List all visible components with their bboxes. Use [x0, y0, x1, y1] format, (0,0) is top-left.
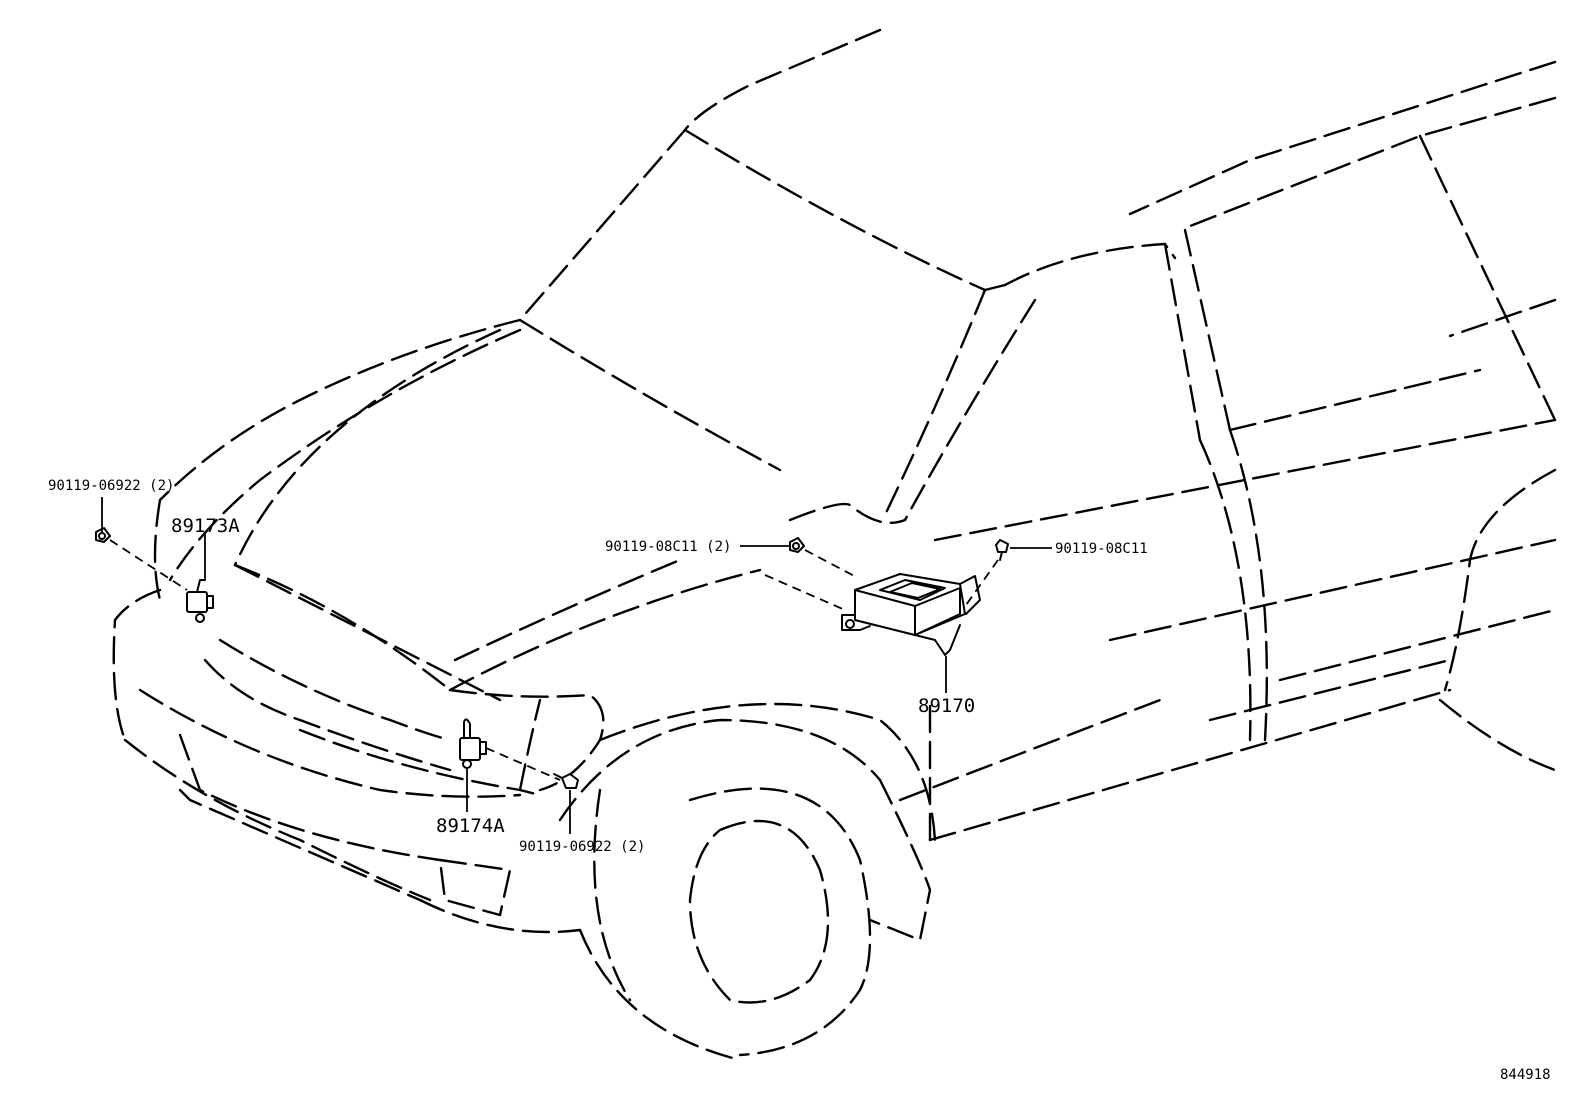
front-right-airbag-sensor: [459, 718, 487, 769]
bolt-center-right: [995, 539, 1009, 561]
label-ecu: 89170: [918, 695, 975, 717]
leader-lines: [101, 497, 1052, 834]
front-left-airbag-sensor: [186, 579, 214, 623]
bolt-left-top: [95, 527, 111, 543]
label-bolt-left-top: 90119-06922 (2): [48, 478, 174, 494]
vehicle-outline: [112, 28, 1557, 1062]
label-bolt-center-right: 90119-08C11: [1055, 541, 1148, 557]
illustration-number: 844918: [1500, 1067, 1551, 1083]
label-sensor-front-right: 89174A: [436, 815, 505, 837]
bolt-bottom: [553, 773, 579, 789]
bolt-center-left: [789, 537, 805, 553]
label-bolt-bottom: 90119-06922 (2): [519, 839, 645, 855]
airbag-control-unit: [841, 573, 981, 656]
label-bolt-center-left: 90119-08C11 (2): [605, 539, 731, 555]
label-sensor-front-left: 89173A: [171, 515, 240, 537]
